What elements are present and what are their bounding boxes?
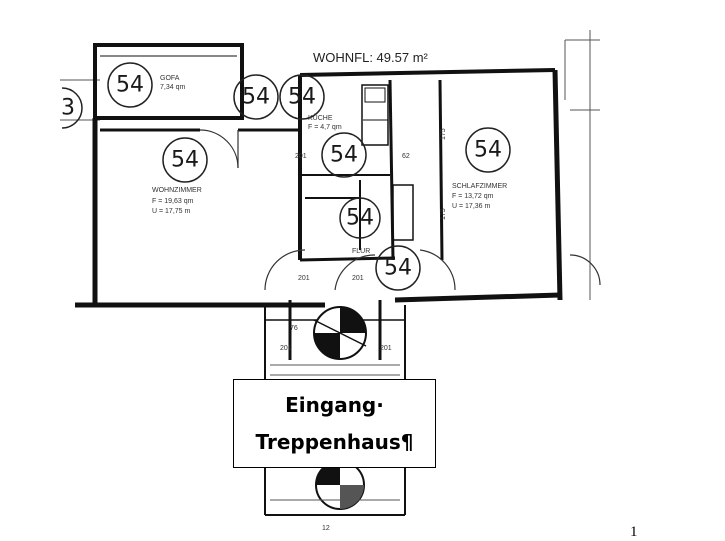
svg-text:62: 62 — [402, 153, 410, 160]
svg-text:WOHNZIMMER: WOHNZIMMER — [152, 187, 202, 194]
svg-text:SCHLAFZIMMER: SCHLAFZIMMER — [452, 183, 507, 190]
outer-lines — [60, 30, 600, 300]
svg-text:54: 54 — [330, 143, 358, 168]
svg-text:54: 54 — [242, 85, 270, 110]
svg-text:12: 12 — [322, 525, 330, 532]
svg-text:201: 201 — [295, 153, 307, 160]
svg-text:F = 19,63 qm: F = 19,63 qm — [152, 198, 194, 205]
svg-text:F = 4,7 qm: F = 4,7 qm — [308, 124, 342, 131]
dimension-labels: 201 201 76 201 201 175 175 62 201 12 — [280, 128, 447, 532]
svg-text:GOFA: GOFA — [160, 75, 180, 82]
svg-text:201: 201 — [280, 345, 292, 352]
entrance-label-line2: Treppenhaus¶ — [255, 429, 414, 454]
svg-text:54: 54 — [346, 206, 374, 231]
svg-text:175: 175 — [440, 128, 447, 140]
svg-text:201: 201 — [352, 275, 364, 282]
area-title: WOHNFL: 49.57 m² — [313, 50, 429, 65]
svg-text:3: 3 — [61, 96, 75, 121]
room-marker-bath: 54 — [339, 197, 381, 239]
svg-text:175: 175 — [440, 208, 447, 220]
stair-symbol-2 — [315, 460, 365, 510]
entrance-label-line1: Eingang· — [285, 392, 384, 417]
page-mark: 1 — [630, 524, 638, 540]
room-marker-living: 54 WOHNZIMMER F = 19,63 qm U = 17,75 m — [152, 137, 208, 215]
svg-text:U = 17,75 m: U = 17,75 m — [152, 208, 190, 215]
svg-text:F = 13,72 qm: F = 13,72 qm — [452, 193, 494, 200]
svg-text:U = 17,36 m: U = 17,36 m — [452, 203, 490, 210]
svg-text:54: 54 — [171, 148, 199, 173]
stair-symbol-1 — [313, 306, 367, 360]
svg-text:76: 76 — [290, 325, 298, 332]
svg-text:201: 201 — [298, 275, 310, 282]
svg-text:KÜCHE: KÜCHE — [308, 114, 333, 122]
svg-text:FLUR: FLUR — [352, 248, 370, 255]
svg-text:54: 54 — [116, 73, 144, 98]
room-marker-bedroom: 54 SCHLAFZIMMER F = 13,72 qm U = 17,36 m — [452, 127, 511, 210]
svg-text:54: 54 — [288, 85, 316, 110]
room-markers: 54 GOFA 7,34 qm 54 WOHNZIMMER F = 19,63 … — [61, 62, 511, 291]
entrance-label-box: Eingang· Treppenhaus¶ — [233, 379, 436, 468]
svg-text:54: 54 — [474, 138, 502, 163]
room-marker-neighbor: 3 — [61, 87, 83, 129]
room-marker-balcony: 54 GOFA 7,34 qm — [107, 62, 185, 108]
room-marker-hall-b: 54 — [279, 74, 325, 120]
svg-text:201: 201 — [380, 345, 392, 352]
room-marker-hall-a: 54 — [233, 74, 279, 120]
svg-text:54: 54 — [384, 256, 412, 281]
door-arcs — [199, 129, 601, 291]
room-marker-kitchen: 54 KÜCHE F = 4,7 qm — [308, 114, 367, 178]
room-marker-hall: 54 FLUR — [352, 245, 421, 291]
svg-text:7,34 qm: 7,34 qm — [160, 84, 185, 91]
